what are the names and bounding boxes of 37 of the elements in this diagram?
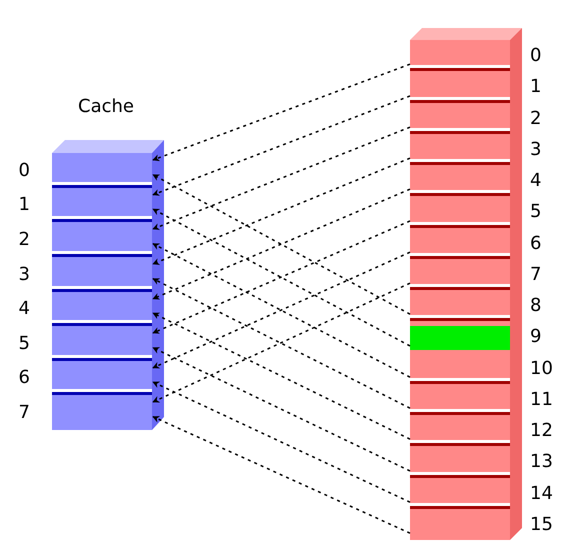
index-number: 14	[530, 484, 553, 504]
index-number: 4	[530, 170, 542, 190]
block-title: Cache	[78, 96, 134, 117]
index-number: 7	[530, 264, 542, 284]
index-number: 1	[18, 195, 30, 215]
index-number: 1	[530, 77, 542, 97]
mapping-arrow	[152, 208, 410, 347]
mapping-arrow	[152, 220, 410, 334]
index-number: 6	[530, 234, 542, 254]
mapping-arrow	[152, 63, 410, 162]
index-number: 10	[530, 358, 553, 378]
index-number: 5	[530, 202, 542, 222]
mapping-arrow	[152, 95, 410, 196]
index-number: 12	[530, 420, 553, 440]
mapping-arrow	[152, 312, 410, 440]
index-number: 13	[530, 452, 553, 472]
mapping-arrow	[152, 188, 410, 300]
index-number: 9	[530, 327, 542, 347]
index-number: 2	[530, 108, 542, 128]
mapping-arrow	[152, 174, 410, 315]
index-number: 5	[18, 334, 30, 354]
mapping-arrow	[152, 126, 410, 230]
index-number: 6	[18, 368, 30, 388]
index-number: 3	[530, 140, 542, 160]
index-number: 0	[18, 160, 30, 180]
mapping-arrow	[152, 381, 410, 503]
index-number: 2	[18, 230, 30, 250]
index-number: 7	[18, 402, 30, 422]
mapping-arrow	[152, 416, 410, 534]
index-number: 0	[530, 46, 542, 66]
index-number: 15	[530, 514, 553, 534]
index-number: 11	[530, 390, 553, 410]
index-number: 8	[530, 296, 542, 316]
mapping-arrow	[152, 347, 410, 472]
index-number: 4	[18, 299, 30, 319]
mapping-arrow	[152, 157, 410, 265]
index-number: 3	[18, 264, 30, 284]
